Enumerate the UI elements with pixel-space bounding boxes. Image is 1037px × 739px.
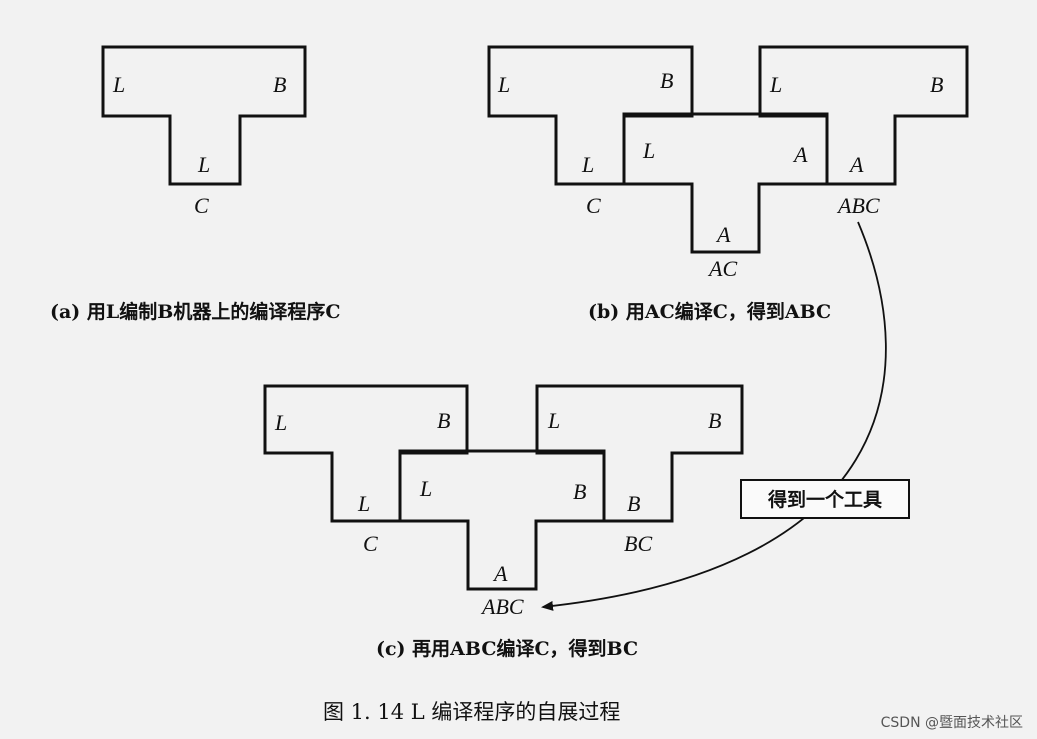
label-a-below: C	[194, 193, 209, 218]
label-b-right-left: L	[769, 72, 782, 97]
label-b-left-below: C	[586, 193, 601, 218]
diagram-b: L B L C L A A AC L B A ABC (b) 用AC编译C，得到…	[487, 45, 969, 323]
tool-arrow	[541, 221, 887, 611]
figure-caption: 图 1. 14 L 编译程序的自展过程	[323, 700, 620, 724]
t-shape-b-right	[758, 45, 969, 186]
label-b-left-left: L	[497, 72, 510, 97]
caption-a: (a) 用L编制B机器上的编译程序C	[50, 300, 340, 323]
caption-b: (b) 用AC编译C，得到ABC	[588, 300, 831, 323]
label-c-left-bottom: L	[357, 491, 370, 516]
label-a-right: B	[273, 72, 286, 97]
label-c-right-below: BC	[624, 531, 652, 556]
label-b-middle-below: AC	[707, 256, 737, 281]
label-c-right-bottom: B	[627, 491, 640, 516]
label-b-middle-bottom: A	[715, 222, 731, 247]
label-b-left-right: B	[660, 68, 673, 93]
watermark: CSDN @暨面技术社区	[881, 715, 1023, 731]
label-c-middle-left: L	[419, 476, 432, 501]
t-shape-c-right	[535, 384, 744, 523]
diagram-c: L B L C L B A ABC L B B BC (c) 再用ABC编译C，…	[263, 384, 744, 660]
label-c-left-right: B	[437, 408, 450, 433]
label-b-left-bottom: L	[581, 152, 594, 177]
label-c-middle-below: ABC	[480, 594, 524, 619]
label-b-right-right: B	[930, 72, 943, 97]
caption-c: (c) 再用ABC编译C，得到BC	[376, 637, 638, 660]
tool-note-text: 得到一个工具	[767, 488, 882, 511]
label-c-middle-bottom: A	[492, 561, 508, 586]
label-c-right-right: B	[708, 408, 721, 433]
label-c-left-left: L	[274, 410, 287, 435]
t-shape-a	[101, 45, 307, 186]
tool-note-rect	[740, 479, 910, 519]
label-b-right-below: ABC	[836, 193, 880, 218]
label-a-bottom: L	[197, 152, 210, 177]
label-b-right-bottom: A	[848, 152, 864, 177]
label-c-right-left: L	[547, 408, 560, 433]
label-c-middle-right: B	[573, 479, 586, 504]
label-b-middle-right: A	[792, 142, 808, 167]
tool-note-box: 得到一个工具	[740, 479, 910, 519]
label-c-left-below: C	[363, 531, 378, 556]
diagram-a: L B L C (a) 用L编制B机器上的编译程序C	[50, 45, 340, 323]
label-b-middle-left: L	[642, 138, 655, 163]
label-a-left: L	[112, 72, 125, 97]
